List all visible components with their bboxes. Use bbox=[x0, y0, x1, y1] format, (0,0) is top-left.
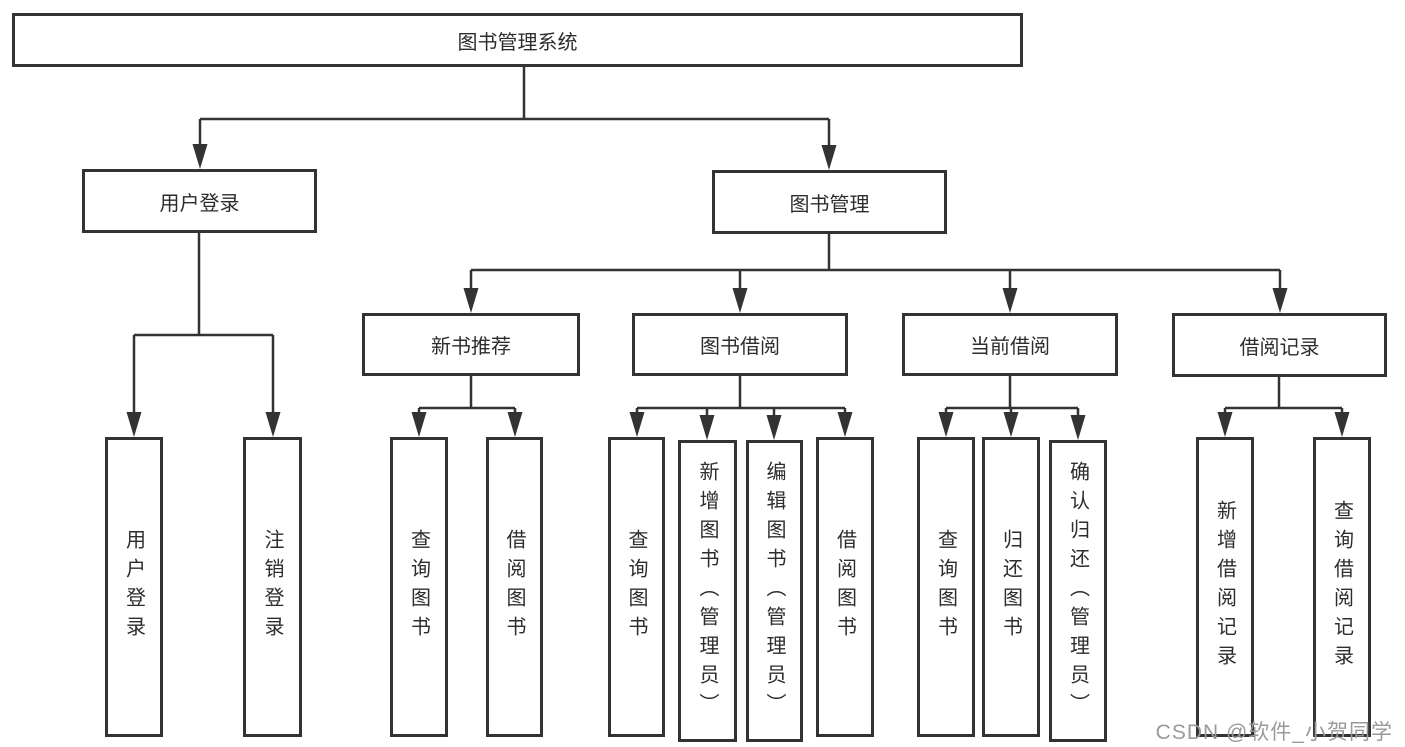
node-edit-book-admin: 编辑图书（管理员） bbox=[746, 440, 803, 742]
node-confirm-return-admin-label: 确认归还（管理员） bbox=[1066, 460, 1089, 722]
node-borrow-records: 借阅记录 bbox=[1172, 313, 1387, 377]
node-add-book-admin: 新增图书（管理员） bbox=[678, 440, 737, 742]
node-library-system: 图书管理系统 bbox=[12, 13, 1023, 67]
node-user-login-leaf: 用户登录 bbox=[105, 437, 163, 737]
node-edit-book-admin-label: 编辑图书（管理员） bbox=[763, 460, 785, 722]
node-borrow-books-leaf-label: 借阅图书 bbox=[833, 529, 856, 645]
node-user-login-module-label: 用户登录 bbox=[159, 192, 240, 215]
node-logout-leaf: 注销登录 bbox=[243, 437, 302, 737]
node-query-books-current-label: 查询图书 bbox=[934, 529, 957, 645]
node-add-borrow-record: 新增借阅记录 bbox=[1196, 437, 1254, 737]
node-current-borrowing-label: 当前借阅 bbox=[970, 336, 1050, 358]
node-user-login-module: 用户登录 bbox=[82, 169, 317, 233]
node-add-borrow-record-label: 新增借阅记录 bbox=[1213, 500, 1236, 674]
node-query-borrow-record-label: 查询借阅记录 bbox=[1330, 500, 1353, 674]
node-query-borrow-record: 查询借阅记录 bbox=[1313, 437, 1371, 737]
node-return-book-label: 归还图书 bbox=[999, 529, 1022, 645]
node-query-books-recommend-label: 查询图书 bbox=[407, 529, 430, 645]
csdn-watermark: CSDN @软件_小贺同学 bbox=[1155, 721, 1393, 744]
node-new-book-recommend: 新书推荐 bbox=[362, 313, 580, 376]
node-book-borrowing: 图书借阅 bbox=[632, 313, 848, 376]
node-query-books-borrowing-label: 查询图书 bbox=[625, 529, 647, 645]
node-library-system-label: 图书管理系统 bbox=[457, 31, 578, 54]
node-borrow-books-recommend: 借阅图书 bbox=[486, 437, 543, 737]
node-book-management: 图书管理 bbox=[712, 170, 947, 234]
node-current-borrowing: 当前借阅 bbox=[902, 313, 1118, 376]
node-book-borrowing-label: 图书借阅 bbox=[700, 336, 780, 358]
node-borrow-books-leaf: 借阅图书 bbox=[816, 437, 874, 737]
node-user-login-leaf-label: 用户登录 bbox=[122, 529, 145, 645]
node-query-books-borrowing: 查询图书 bbox=[608, 437, 665, 737]
node-return-book: 归还图书 bbox=[982, 437, 1040, 737]
node-new-book-recommend-label: 新书推荐 bbox=[431, 336, 511, 358]
node-query-books-current: 查询图书 bbox=[917, 437, 975, 737]
node-book-management-label: 图书管理 bbox=[789, 193, 870, 216]
arrowheads bbox=[126, 144, 1350, 440]
node-borrow-books-recommend-label: 借阅图书 bbox=[503, 529, 525, 645]
node-add-book-admin-label: 新增图书（管理员） bbox=[696, 460, 718, 722]
node-query-books-recommend: 查询图书 bbox=[390, 437, 448, 737]
node-confirm-return-admin: 确认归还（管理员） bbox=[1049, 440, 1107, 742]
node-borrow-records-label: 借阅记录 bbox=[1239, 336, 1320, 359]
node-logout-leaf-label: 注销登录 bbox=[261, 529, 283, 645]
